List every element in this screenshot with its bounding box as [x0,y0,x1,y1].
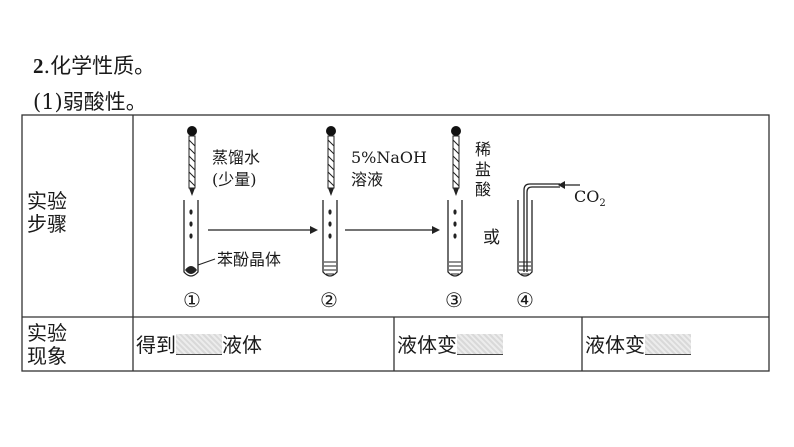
subsection-heading: (1)弱酸性。 [33,90,147,114]
dropper-3-icon [451,126,461,196]
tube-number-3: ③ [445,288,463,312]
reagent-water: 蒸馏水 [212,148,261,167]
tube-number-4: ④ [516,288,534,312]
co2-main: CO [574,187,600,206]
phenol-crystal-label: 苯酚晶体 [217,250,282,269]
section-number: 2 [33,54,44,78]
observations-row-label: 实验现象 [27,322,71,368]
co2-label: CO2 [574,187,606,214]
section-heading: 2.化学性质。 [33,53,155,79]
reagent-naoh-solution: 溶液 [351,170,384,189]
tube-number-2: ② [320,288,338,312]
co2-subscript: 2 [599,198,606,210]
reagent-dilute-hcl: 稀盐酸 [475,140,492,199]
observations-label-text: 实验现象 [27,321,67,368]
test-tube-1-icon [183,200,216,277]
arrow-1-icon [208,226,318,234]
reagent-water-amount: (少量) [212,170,257,189]
observation-1: 得到 液体 [136,333,262,357]
steps-label-text: 实验步骤 [27,189,67,236]
observation-3-prefix: 液体变 [585,333,645,357]
observation-3: 液体变 [585,333,691,357]
observation-2: 液体变 [397,333,503,357]
dropper-1-icon [187,126,197,196]
or-label: 或 [483,228,500,248]
arrow-2-icon [345,226,440,234]
test-tube-2-icon [322,200,338,277]
section-title: .化学性质。 [43,54,156,78]
observation-1-prefix: 得到 [136,333,176,357]
steps-row-label: 实验步骤 [27,190,71,236]
answer-blank-2[interactable] [457,334,503,355]
observation-1-suffix: 液体 [222,333,262,357]
observation-2-prefix: 液体变 [397,333,457,357]
dropper-2-icon [326,126,336,196]
reagent-naoh: 5%NaOH [351,148,427,167]
answer-blank-1[interactable] [176,334,222,355]
test-tube-4-gas-icon [517,181,580,277]
test-tube-3-icon [447,200,463,277]
tube-number-1: ① [183,288,201,312]
answer-blank-3[interactable] [645,334,691,355]
